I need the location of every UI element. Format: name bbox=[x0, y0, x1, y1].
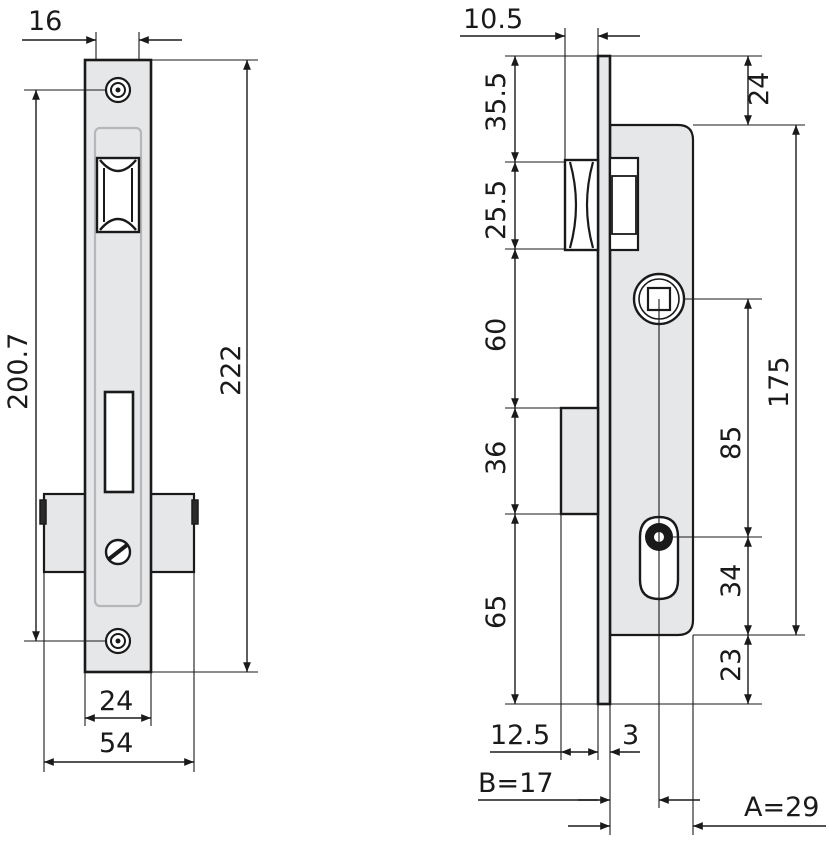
case-bottom-to-plate-bottom-label: 23 bbox=[716, 648, 747, 682]
plate-thickness-label: 10.5 bbox=[463, 4, 523, 35]
dim-faceplate-width: 16 bbox=[22, 6, 182, 60]
dim-left-chain: 35.5 25.5 60 36 65 bbox=[481, 55, 598, 705]
bolt-throw-label: 12.5 bbox=[490, 720, 550, 751]
latch-height-label: 25.5 bbox=[481, 180, 512, 240]
side-view: 10.5 35.5 25.5 60 36 65 bbox=[460, 4, 826, 835]
top-to-latch-label: 35.5 bbox=[481, 72, 512, 132]
plate-offset-label: 3 bbox=[622, 720, 639, 751]
bolt-height-label: 36 bbox=[481, 441, 512, 475]
top-screw-hole bbox=[104, 76, 132, 104]
dim-screw-spacing: 200.7 bbox=[3, 89, 106, 642]
lock-body-end-right bbox=[191, 499, 199, 525]
bottom-screw-hole bbox=[104, 627, 132, 655]
dim-latch-offset: 24 bbox=[84, 672, 152, 726]
cylinder-to-case-bottom-label: 34 bbox=[716, 564, 747, 598]
bolt-to-bottom-label: 65 bbox=[481, 595, 512, 629]
latch-front bbox=[95, 156, 141, 234]
latch-to-bolt-label: 60 bbox=[481, 318, 512, 352]
backset-a-label: A=29 bbox=[744, 792, 819, 823]
faceplate-side bbox=[596, 54, 612, 706]
backset-b-label: B=17 bbox=[478, 768, 554, 799]
top-to-case-label: 24 bbox=[744, 72, 775, 106]
latch-offset-label: 24 bbox=[99, 686, 133, 717]
lock-case bbox=[608, 123, 695, 637]
faceplate-inner-outline bbox=[93, 126, 143, 608]
adjust-screw bbox=[104, 538, 132, 566]
dim-faceplate-length: 222 bbox=[151, 59, 258, 673]
spindle-to-cylinder-label: 85 bbox=[716, 426, 747, 460]
faceplate-width-label: 16 bbox=[28, 6, 62, 37]
dim-plate-thickness: 10.5 bbox=[460, 4, 640, 160]
dim-body-width: 54 bbox=[43, 572, 195, 772]
latch-side bbox=[563, 156, 640, 252]
dim-bottom-chain: 12.5 3 B=17 A=29 bbox=[478, 514, 826, 835]
body-width-label: 54 bbox=[99, 728, 133, 759]
deadbolt-side bbox=[559, 406, 600, 516]
front-view: 16 200.7 222 24 bbox=[3, 6, 258, 772]
lock-body-end-left bbox=[39, 499, 47, 525]
deadbolt-front bbox=[103, 390, 135, 494]
faceplate-length-label: 222 bbox=[216, 344, 247, 396]
screw-spacing-label: 200.7 bbox=[3, 333, 34, 410]
dim-right-chain: 24 175 85 34 23 bbox=[610, 55, 805, 705]
case-height-label: 175 bbox=[764, 356, 795, 408]
